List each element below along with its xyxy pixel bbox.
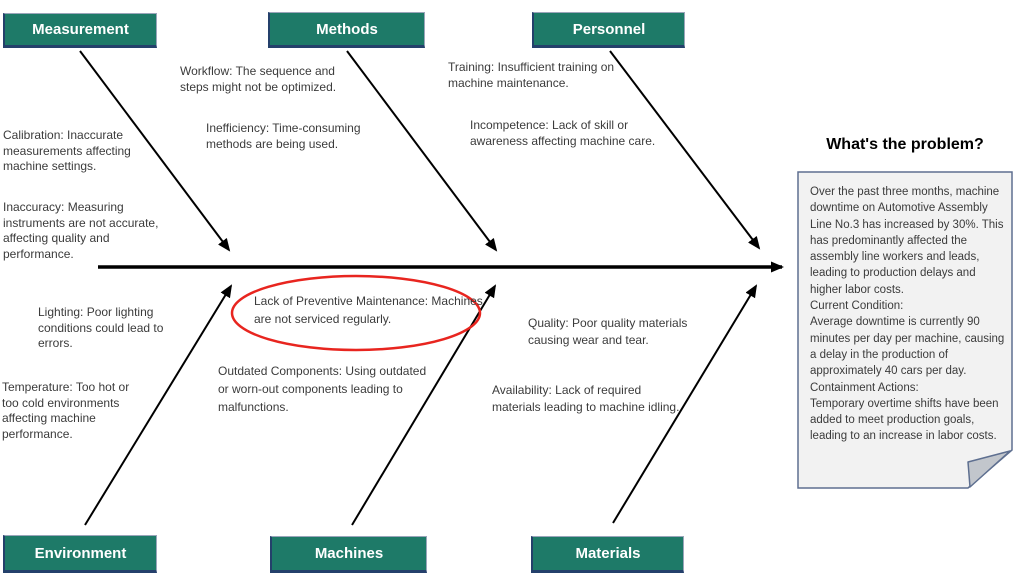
problem-statement: Over the past three months, machine down…: [810, 186, 1004, 296]
category-label: Environment: [34, 544, 127, 562]
category-box-environment: Environment: [3, 535, 157, 573]
current-condition-label: Current Condition:: [810, 300, 904, 313]
cause-calibration: Calibration: Inaccurate measurements aff…: [3, 128, 131, 173]
branch-arrow-materials: [612, 284, 758, 524]
cause-workflow: Workflow: The sequence and steps might n…: [180, 64, 337, 94]
category-label: Materials: [575, 545, 641, 562]
category-box-measurement: Measurement: [3, 13, 157, 48]
containment-actions-text: Temporary overtime shifts have been adde…: [810, 397, 999, 443]
category-label: Methods: [316, 20, 378, 38]
branch-arrow-environment: [84, 284, 233, 526]
category-label: Machines: [314, 545, 384, 562]
current-condition-text: Average downtime is currently 90 minutes…: [810, 316, 1005, 378]
problem-heading: What's the problem?: [826, 136, 984, 153]
branch-arrow-personnel: [609, 50, 761, 250]
category-label: Measurement: [32, 21, 129, 38]
cause-lighting: Lighting: Poor lighting conditions could…: [38, 305, 164, 350]
problem-note-text: Over the past three months, machine down…: [810, 184, 1010, 445]
cause-temperature: Temperature: Too hot or too cold environ…: [2, 380, 130, 441]
cause-inefficiency: Inefficiency: Time-consuming methods are…: [206, 121, 361, 151]
containment-actions-label: Containment Actions:: [810, 381, 919, 394]
cause-outdated-components: Outdated Components: Using outdated or w…: [218, 364, 427, 414]
cause-quality: Quality: Poor quality materials causing …: [528, 316, 688, 347]
cause-preventive-maintenance: Lack of Preventive Maintenance: Machines…: [254, 294, 483, 326]
cause-training: Training: Insufficient training on machi…: [448, 60, 615, 90]
highlight-ellipse: [230, 274, 482, 352]
cause-availability: Availability: Lack of required materials…: [492, 383, 680, 414]
note-fold: [967, 450, 1011, 488]
category-box-machines: Machines: [270, 536, 427, 573]
cause-inaccuracy: Inaccuracy: Measuring instruments are no…: [3, 200, 159, 261]
branch-arrow-methods: [346, 50, 498, 252]
category-box-materials: Materials: [531, 536, 684, 573]
category-box-methods: Methods: [268, 12, 425, 48]
category-box-personnel: Personnel: [532, 12, 685, 48]
branch-arrow-measurement: [79, 50, 231, 252]
category-label: Personnel: [572, 20, 646, 38]
cause-incompetence: Incompetence: Lack of skill or awareness…: [470, 118, 656, 148]
